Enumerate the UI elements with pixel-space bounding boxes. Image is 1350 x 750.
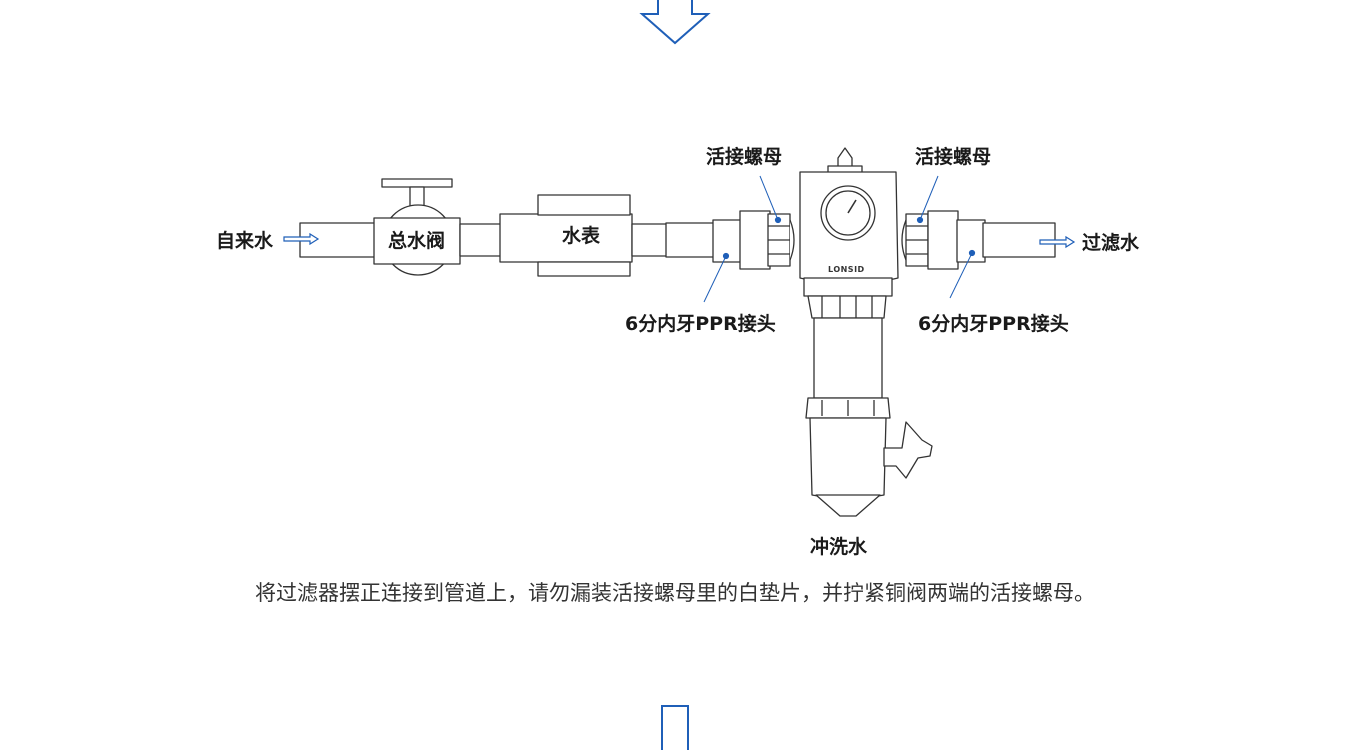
union-nut-right [901, 213, 929, 267]
flush-cup [805, 397, 891, 517]
label-main-valve: 总水阀 [388, 229, 445, 252]
union-nut-left [767, 213, 795, 267]
arrow-right-icon-inlet [283, 232, 320, 246]
label-water-meter: 水表 [562, 224, 601, 247]
down-arrow-icon-bottom [661, 705, 689, 750]
label-fitting-left: 6分内牙PPR接头 [625, 312, 776, 335]
ppr-fitting-right [927, 210, 986, 270]
ppr-fitting-left [712, 210, 771, 270]
brand-logo: LONSID [828, 265, 865, 274]
label-fitting-right: 6分内牙PPR接头 [918, 312, 1069, 335]
instruction-text: 将过滤器摆正连接到管道上，请勿漏装活接螺母里的白垫片，并拧紧铜阀两端的活接螺母。 [255, 581, 1095, 605]
arrow-right-icon-outlet [1039, 235, 1076, 249]
label-nut-right: 活接螺母 [915, 145, 991, 168]
label-flush: 冲洗水 [810, 535, 868, 558]
label-outlet: 过滤水 [1082, 232, 1140, 254]
flush-valve-handle [883, 421, 933, 479]
water-meter [499, 194, 633, 277]
label-nut-left: 活接螺母 [706, 145, 782, 168]
down-arrow-icon-top [639, 0, 711, 45]
label-inlet: 自来水 [216, 229, 274, 252]
pressure-gauge-icon [820, 185, 876, 241]
main-valve [373, 178, 461, 276]
